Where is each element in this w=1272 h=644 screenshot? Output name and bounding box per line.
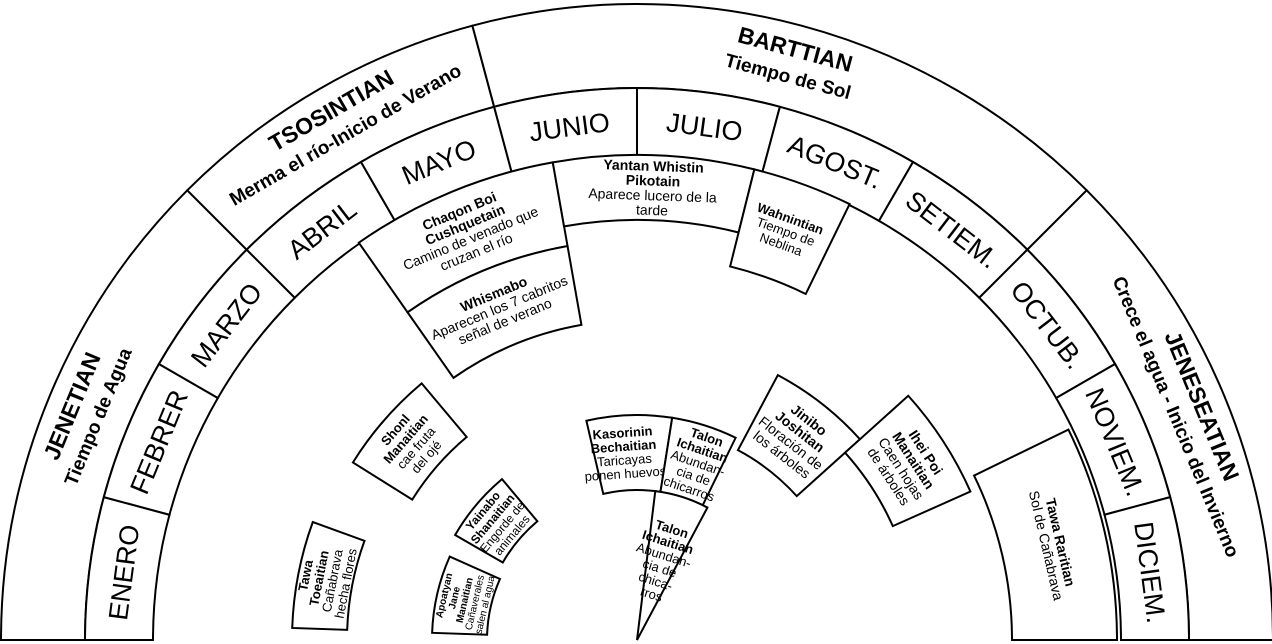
note-text: TalonIchaitianAbundan-cia dechicarros [660, 421, 736, 505]
note-box [972, 428, 1119, 641]
note-text: Yantan WhistinPikotainAparece lucero de … [588, 156, 719, 221]
note-title: Kasorinin [592, 423, 653, 442]
note-text: TalonIchaitianAbundan-cia dechica-rros [622, 513, 701, 609]
note-text: JiniboJoshitanFloración delos árboles [747, 390, 845, 485]
note-line: rros [639, 584, 665, 605]
note-box [636, 490, 709, 641]
note-text: YainaboShanaitianEngorde deanimales [458, 482, 538, 563]
note-line: Aparece lucero de la [588, 185, 717, 205]
note-title: Tawa [295, 558, 316, 593]
note-box [453, 477, 539, 564]
note-title: Bechaitian [590, 437, 657, 457]
note-box [431, 555, 502, 636]
note-box [728, 168, 851, 296]
note-box [291, 520, 366, 631]
note-title: Pikotain [626, 172, 681, 190]
note-title: Yantan Whistin [603, 156, 704, 175]
note-line: tarde [636, 201, 669, 218]
note-box [736, 373, 862, 498]
note-text: ApoatyanJaneManaitianCañaveralessalen al… [433, 565, 498, 635]
note-box [351, 381, 469, 501]
note-box [406, 244, 583, 380]
month-cell [1103, 495, 1191, 641]
note-box [843, 394, 972, 528]
note-text: KasorininBechaitianTaricayasponen huevos [581, 422, 667, 484]
note-line: Taricayas [596, 451, 652, 470]
note-line: ponen huevos [584, 463, 667, 484]
note-title: Jane [447, 585, 463, 610]
